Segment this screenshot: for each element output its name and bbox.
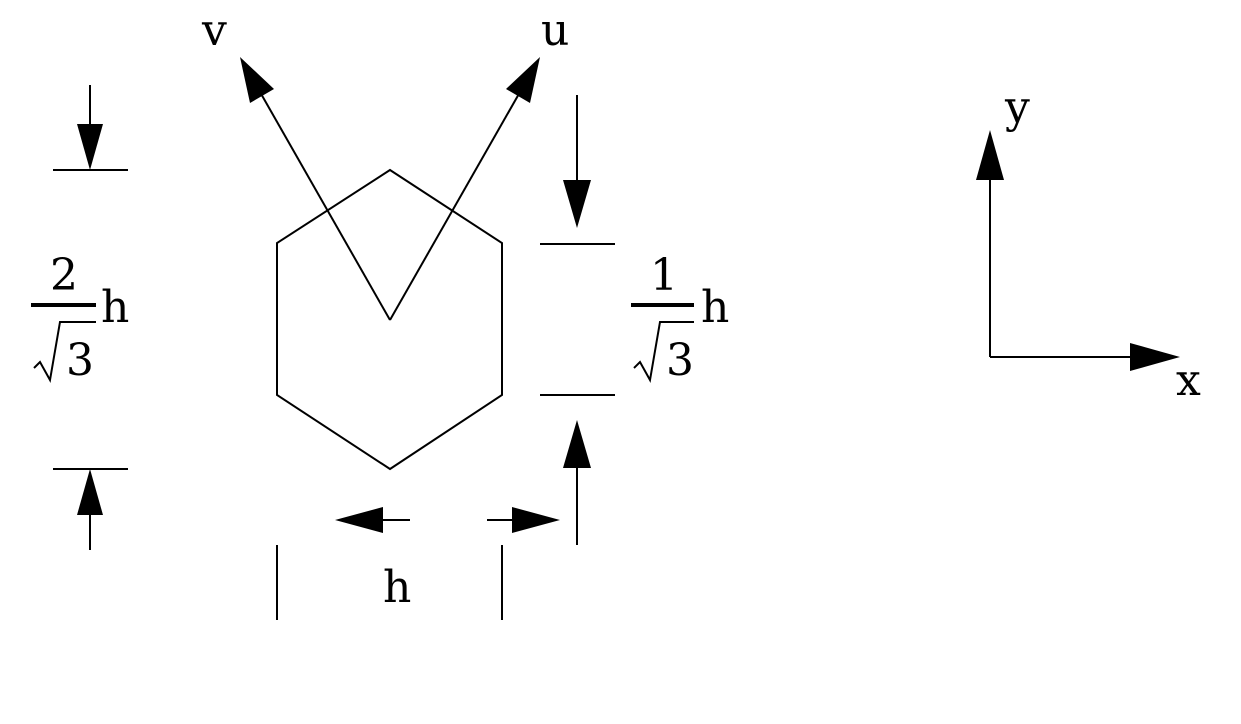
y-axis-arrowhead	[976, 130, 1004, 180]
right-arrowhead-down	[563, 180, 591, 228]
right-denominator: 3	[666, 335, 694, 386]
right-sqrt-sign	[633, 321, 694, 383]
v-arrowhead	[240, 57, 274, 103]
right-numerator: 1	[650, 250, 678, 301]
left-arrowhead-up	[77, 469, 103, 515]
right-unit: h	[701, 282, 729, 333]
v-vector-line	[259, 91, 391, 321]
u-arrowhead	[506, 57, 540, 103]
hexagon	[276, 168, 503, 471]
right-arrowhead-up	[563, 420, 591, 468]
u-label: u	[541, 5, 569, 56]
left-numerator: 2	[50, 250, 78, 301]
bottom-width-label: h	[383, 562, 411, 613]
bottom-arrowhead-right	[512, 507, 560, 533]
x-axis-arrowhead	[1130, 343, 1180, 371]
y-axis-label: y	[1004, 82, 1030, 133]
left-sqrt-sign	[33, 321, 96, 383]
left-denominator: 3	[66, 335, 94, 386]
left-unit: h	[101, 282, 129, 333]
left-arrowhead-down	[77, 124, 103, 170]
x-axis-label: x	[1176, 355, 1201, 406]
u-vector-line	[389, 91, 521, 321]
bottom-arrowhead-left	[335, 507, 383, 533]
v-label: v	[201, 5, 227, 56]
